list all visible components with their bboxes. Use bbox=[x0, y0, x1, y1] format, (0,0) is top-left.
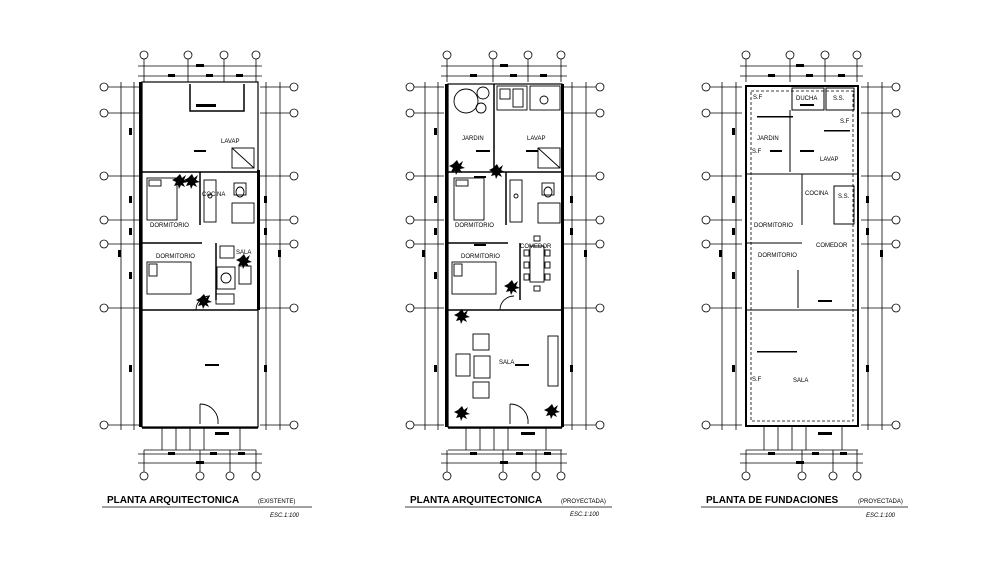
plan-title: PLANTA ARQUITECTONICA bbox=[410, 495, 542, 506]
room-label: JARDIN bbox=[757, 136, 779, 142]
room-labels-existente: LAVAP COCINA DORMITORIO DORMITORIO SALA bbox=[150, 139, 251, 260]
front-steps bbox=[746, 426, 858, 451]
room-label: SALA bbox=[236, 250, 251, 256]
title-block-proyectada: PLANTA ARQUITECTONICA (PROYECTADA) ESC.1… bbox=[405, 495, 612, 518]
panel-proyectada bbox=[405, 50, 605, 481]
room-label: S.S. bbox=[833, 96, 845, 102]
fixtures bbox=[146, 147, 255, 425]
interior-walls bbox=[142, 84, 258, 429]
fixtures bbox=[451, 85, 561, 425]
room-label: SALA bbox=[793, 378, 808, 384]
room-labels-proyectada: JARDIN LAVAP DORMITORIO COMEDOR DORMITOR… bbox=[455, 136, 552, 366]
room-label: DORMITORIO bbox=[150, 223, 189, 229]
plant-icons bbox=[449, 160, 560, 421]
dimension-ticks bbox=[719, 64, 883, 464]
room-label: S.F bbox=[752, 377, 762, 383]
room-label: COMEDOR bbox=[816, 243, 848, 249]
room-label: DUCHA bbox=[796, 96, 817, 102]
panel-existente bbox=[99, 50, 299, 481]
room-label: S.S. bbox=[838, 194, 850, 200]
room-label: DORMITORIO bbox=[455, 223, 494, 229]
plan-subtitle: (EXISTENTE) bbox=[258, 499, 295, 505]
room-labels-fundaciones: DUCHA S.S. S.F JARDIN S.F LAVAP S.F COCI… bbox=[752, 95, 850, 384]
plant-icons bbox=[172, 174, 252, 309]
dimension-ticks bbox=[422, 64, 587, 464]
title-block-existente: PLANTA ARQUITECTONICA (EXISTENTE) ESC.1:… bbox=[102, 495, 312, 519]
room-label: JARDIN bbox=[462, 136, 484, 142]
room-label: S.F bbox=[753, 95, 763, 101]
front-steps bbox=[144, 428, 256, 451]
room-label: DORMITORIO bbox=[754, 223, 793, 229]
dimension-ticks bbox=[118, 64, 281, 464]
plan-subtitle: (PROYECTADA) bbox=[858, 499, 903, 505]
title-block-fundaciones: PLANTA DE FUNDACIONES (PROYECTADA) ESC.1… bbox=[701, 495, 908, 519]
room-label: S.F bbox=[840, 119, 850, 125]
room-label: COCINA bbox=[202, 192, 225, 198]
plan-scale: ESC.1:100 bbox=[270, 513, 300, 519]
room-label: LAVAP bbox=[221, 139, 239, 145]
plan-subtitle: (PROYECTADA) bbox=[561, 499, 606, 505]
room-label: S.F bbox=[752, 149, 762, 155]
room-label: DORMITORIO bbox=[156, 254, 195, 260]
room-label: DORMITORIO bbox=[758, 253, 797, 259]
room-label: DORMITORIO bbox=[461, 254, 500, 260]
plan-title: PLANTA ARQUITECTONICA bbox=[107, 495, 239, 506]
footing-dashed bbox=[750, 90, 854, 422]
foundation-walls bbox=[746, 87, 858, 427]
room-label: COCINA bbox=[805, 191, 828, 197]
room-label: LAVAP bbox=[820, 157, 838, 163]
plan-title: PLANTA DE FUNDACIONES bbox=[706, 495, 839, 506]
room-label: SALA bbox=[499, 360, 514, 366]
plan-scale: ESC.1:100 bbox=[866, 513, 896, 519]
panel-fundaciones bbox=[701, 50, 901, 481]
room-label: COMEDOR bbox=[520, 244, 552, 250]
plan-scale: ESC.1:100 bbox=[570, 512, 600, 518]
room-label: LAVAP bbox=[527, 136, 545, 142]
front-steps bbox=[448, 428, 562, 451]
